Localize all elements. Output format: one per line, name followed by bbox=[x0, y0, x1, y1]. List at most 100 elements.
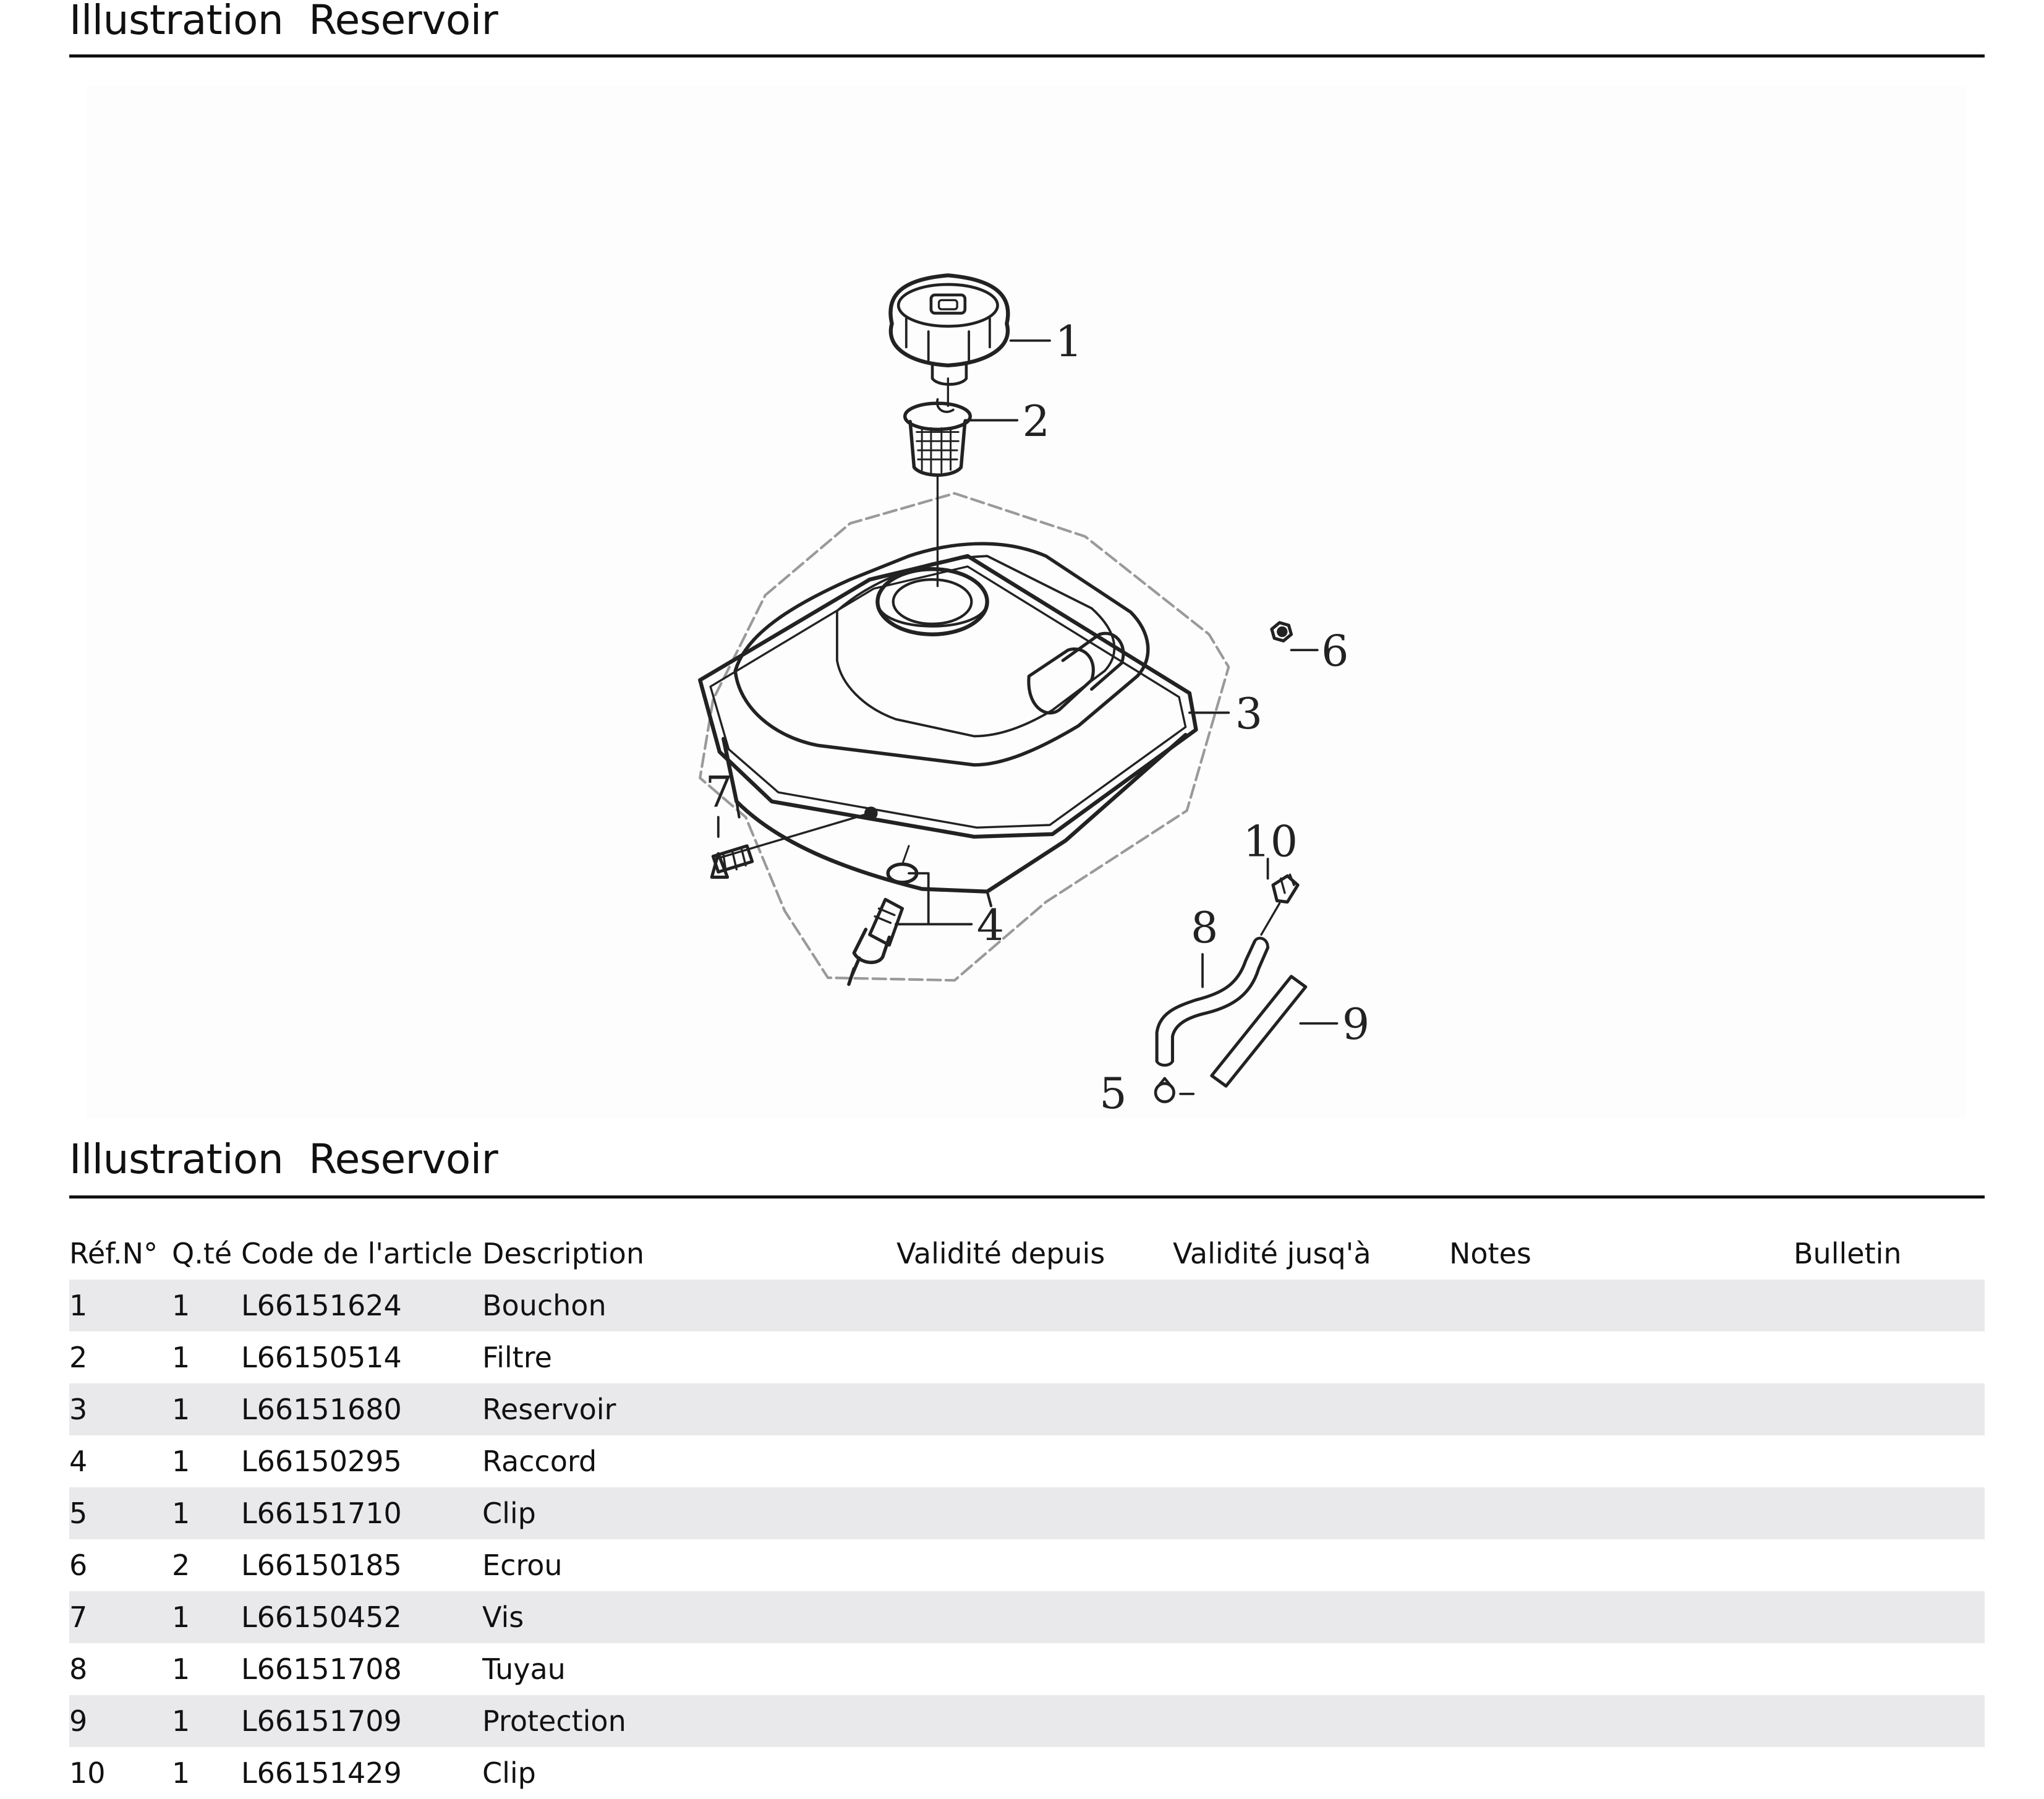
cell-valid-to bbox=[1173, 1591, 1449, 1643]
cell-bulletin bbox=[1794, 1591, 1985, 1643]
title-divider bbox=[69, 54, 1985, 58]
cell-notes bbox=[1449, 1747, 1794, 1799]
cell-valid-to bbox=[1173, 1383, 1449, 1435]
cell-code: L66150452 bbox=[241, 1591, 482, 1643]
cell-valid-to bbox=[1173, 1280, 1449, 1331]
table-row: 7 1 L66150452 Vis bbox=[69, 1591, 1985, 1643]
cell-qty: 1 bbox=[172, 1643, 241, 1695]
callout-6: 6 bbox=[1321, 626, 1348, 676]
tank-assembly-outline bbox=[699, 492, 1230, 982]
cell-qty: 1 bbox=[172, 1695, 241, 1747]
cell-notes bbox=[1449, 1435, 1794, 1487]
cell-valid-to bbox=[1173, 1435, 1449, 1487]
cell-code: L66150185 bbox=[241, 1539, 482, 1591]
cell-notes bbox=[1449, 1643, 1794, 1695]
filler-cap-part bbox=[888, 273, 1010, 386]
cell-bulletin bbox=[1794, 1539, 1985, 1591]
cell-valid-from bbox=[896, 1747, 1173, 1799]
cell-notes bbox=[1449, 1383, 1794, 1435]
table-row: 4 1 L66150295 Raccord bbox=[69, 1435, 1985, 1487]
cell-description: Protection bbox=[482, 1695, 896, 1747]
cell-notes bbox=[1449, 1331, 1794, 1383]
table-row: 2 1 L66150514 Filtre bbox=[69, 1331, 1985, 1383]
cell-ref: 2 bbox=[69, 1331, 172, 1383]
cell-valid-to bbox=[1173, 1487, 1449, 1539]
cell-code: L66151708 bbox=[241, 1643, 482, 1695]
header-valid-from: Validité depuis bbox=[896, 1237, 1105, 1270]
table-header-row: Réf.N° Q.té Code de l'article Descriptio… bbox=[69, 1228, 1985, 1280]
cell-qty: 2 bbox=[172, 1539, 241, 1591]
cell-bulletin bbox=[1794, 1383, 1985, 1435]
tank-top bbox=[733, 542, 1150, 767]
fuel-fitting-part bbox=[847, 845, 919, 986]
callout-9: 9 bbox=[1342, 999, 1369, 1049]
cell-valid-from bbox=[896, 1331, 1173, 1383]
fuel-tank-illustration: 1 2 3 4 5 6 7 8 9 10 bbox=[698, 273, 1369, 1118]
cell-valid-from bbox=[896, 1383, 1173, 1435]
cell-bulletin bbox=[1794, 1331, 1985, 1383]
cell-bulletin bbox=[1794, 1487, 1985, 1539]
cell-ref: 7 bbox=[69, 1591, 172, 1643]
header-valid-to: Validité jusq'à bbox=[1173, 1237, 1371, 1270]
cell-bulletin bbox=[1794, 1435, 1985, 1487]
callout-4: 4 bbox=[977, 900, 1004, 951]
cell-code: L66151680 bbox=[241, 1383, 482, 1435]
cell-valid-to bbox=[1173, 1643, 1449, 1695]
cell-ref: 4 bbox=[69, 1435, 172, 1487]
cell-description: Vis bbox=[482, 1591, 896, 1643]
cell-bulletin bbox=[1794, 1695, 1985, 1747]
section-title: Illustration Reservoir bbox=[69, 0, 498, 44]
cell-code: L66151709 bbox=[241, 1695, 482, 1747]
cell-ref: 9 bbox=[69, 1695, 172, 1747]
strainer-filter-part bbox=[903, 398, 972, 477]
cell-code: L66151710 bbox=[241, 1487, 482, 1539]
header-ref: Réf.N° bbox=[69, 1237, 158, 1270]
header-description: Description bbox=[482, 1237, 644, 1270]
cell-qty: 1 bbox=[172, 1435, 241, 1487]
cell-valid-to bbox=[1173, 1331, 1449, 1383]
cell-ref: 3 bbox=[69, 1383, 172, 1435]
table-row: 3 1 L66151680 Reservoir bbox=[69, 1383, 1985, 1435]
parts-table: Réf.N° Q.té Code de l'article Descriptio… bbox=[69, 1228, 1985, 1799]
cell-notes bbox=[1449, 1591, 1794, 1643]
cell-valid-from bbox=[896, 1643, 1173, 1695]
cell-bulletin bbox=[1794, 1747, 1985, 1799]
cell-qty: 1 bbox=[172, 1383, 241, 1435]
cell-notes bbox=[1449, 1695, 1794, 1747]
cell-valid-from bbox=[896, 1487, 1173, 1539]
cell-code: L66150514 bbox=[241, 1331, 482, 1383]
table-divider bbox=[69, 1195, 1985, 1199]
cell-valid-from bbox=[896, 1280, 1173, 1331]
cell-valid-from bbox=[896, 1539, 1173, 1591]
header-qty: Q.té bbox=[172, 1237, 232, 1270]
cell-notes bbox=[1449, 1487, 1794, 1539]
cell-ref: 10 bbox=[69, 1747, 172, 1799]
header-bulletin: Bulletin bbox=[1794, 1237, 1902, 1270]
cell-valid-to bbox=[1173, 1539, 1449, 1591]
hose-clip-5-part bbox=[1154, 1077, 1175, 1103]
callout-2: 2 bbox=[1023, 396, 1050, 447]
callout-3: 3 bbox=[1235, 689, 1263, 739]
cell-ref: 5 bbox=[69, 1487, 172, 1539]
cell-bulletin bbox=[1794, 1643, 1985, 1695]
cell-ref: 8 bbox=[69, 1643, 172, 1695]
callout-1: 1 bbox=[1055, 317, 1082, 367]
cell-description: Clip bbox=[482, 1487, 896, 1539]
cell-description: Ecrou bbox=[482, 1539, 896, 1591]
cell-description: Tuyau bbox=[482, 1643, 896, 1695]
table-row: 6 2 L66150185 Ecrou bbox=[69, 1539, 1985, 1591]
cell-ref: 6 bbox=[69, 1539, 172, 1591]
protection-sleeve-part bbox=[1210, 975, 1308, 1088]
cell-qty: 1 bbox=[172, 1331, 241, 1383]
cell-valid-to bbox=[1173, 1747, 1449, 1799]
tank-flange bbox=[698, 553, 1198, 839]
cell-description: Bouchon bbox=[482, 1280, 896, 1331]
cell-ref: 1 bbox=[69, 1280, 172, 1331]
cell-valid-from bbox=[896, 1695, 1173, 1747]
table-row: 9 1 L66151709 Protection bbox=[69, 1695, 1985, 1747]
cell-description: Clip bbox=[482, 1747, 896, 1799]
cell-qty: 1 bbox=[172, 1591, 241, 1643]
table-row: 1 1 L66151624 Bouchon bbox=[69, 1280, 1985, 1331]
callout-7: 7 bbox=[705, 767, 733, 817]
table-row: 5 1 L66151710 Clip bbox=[69, 1487, 1985, 1539]
